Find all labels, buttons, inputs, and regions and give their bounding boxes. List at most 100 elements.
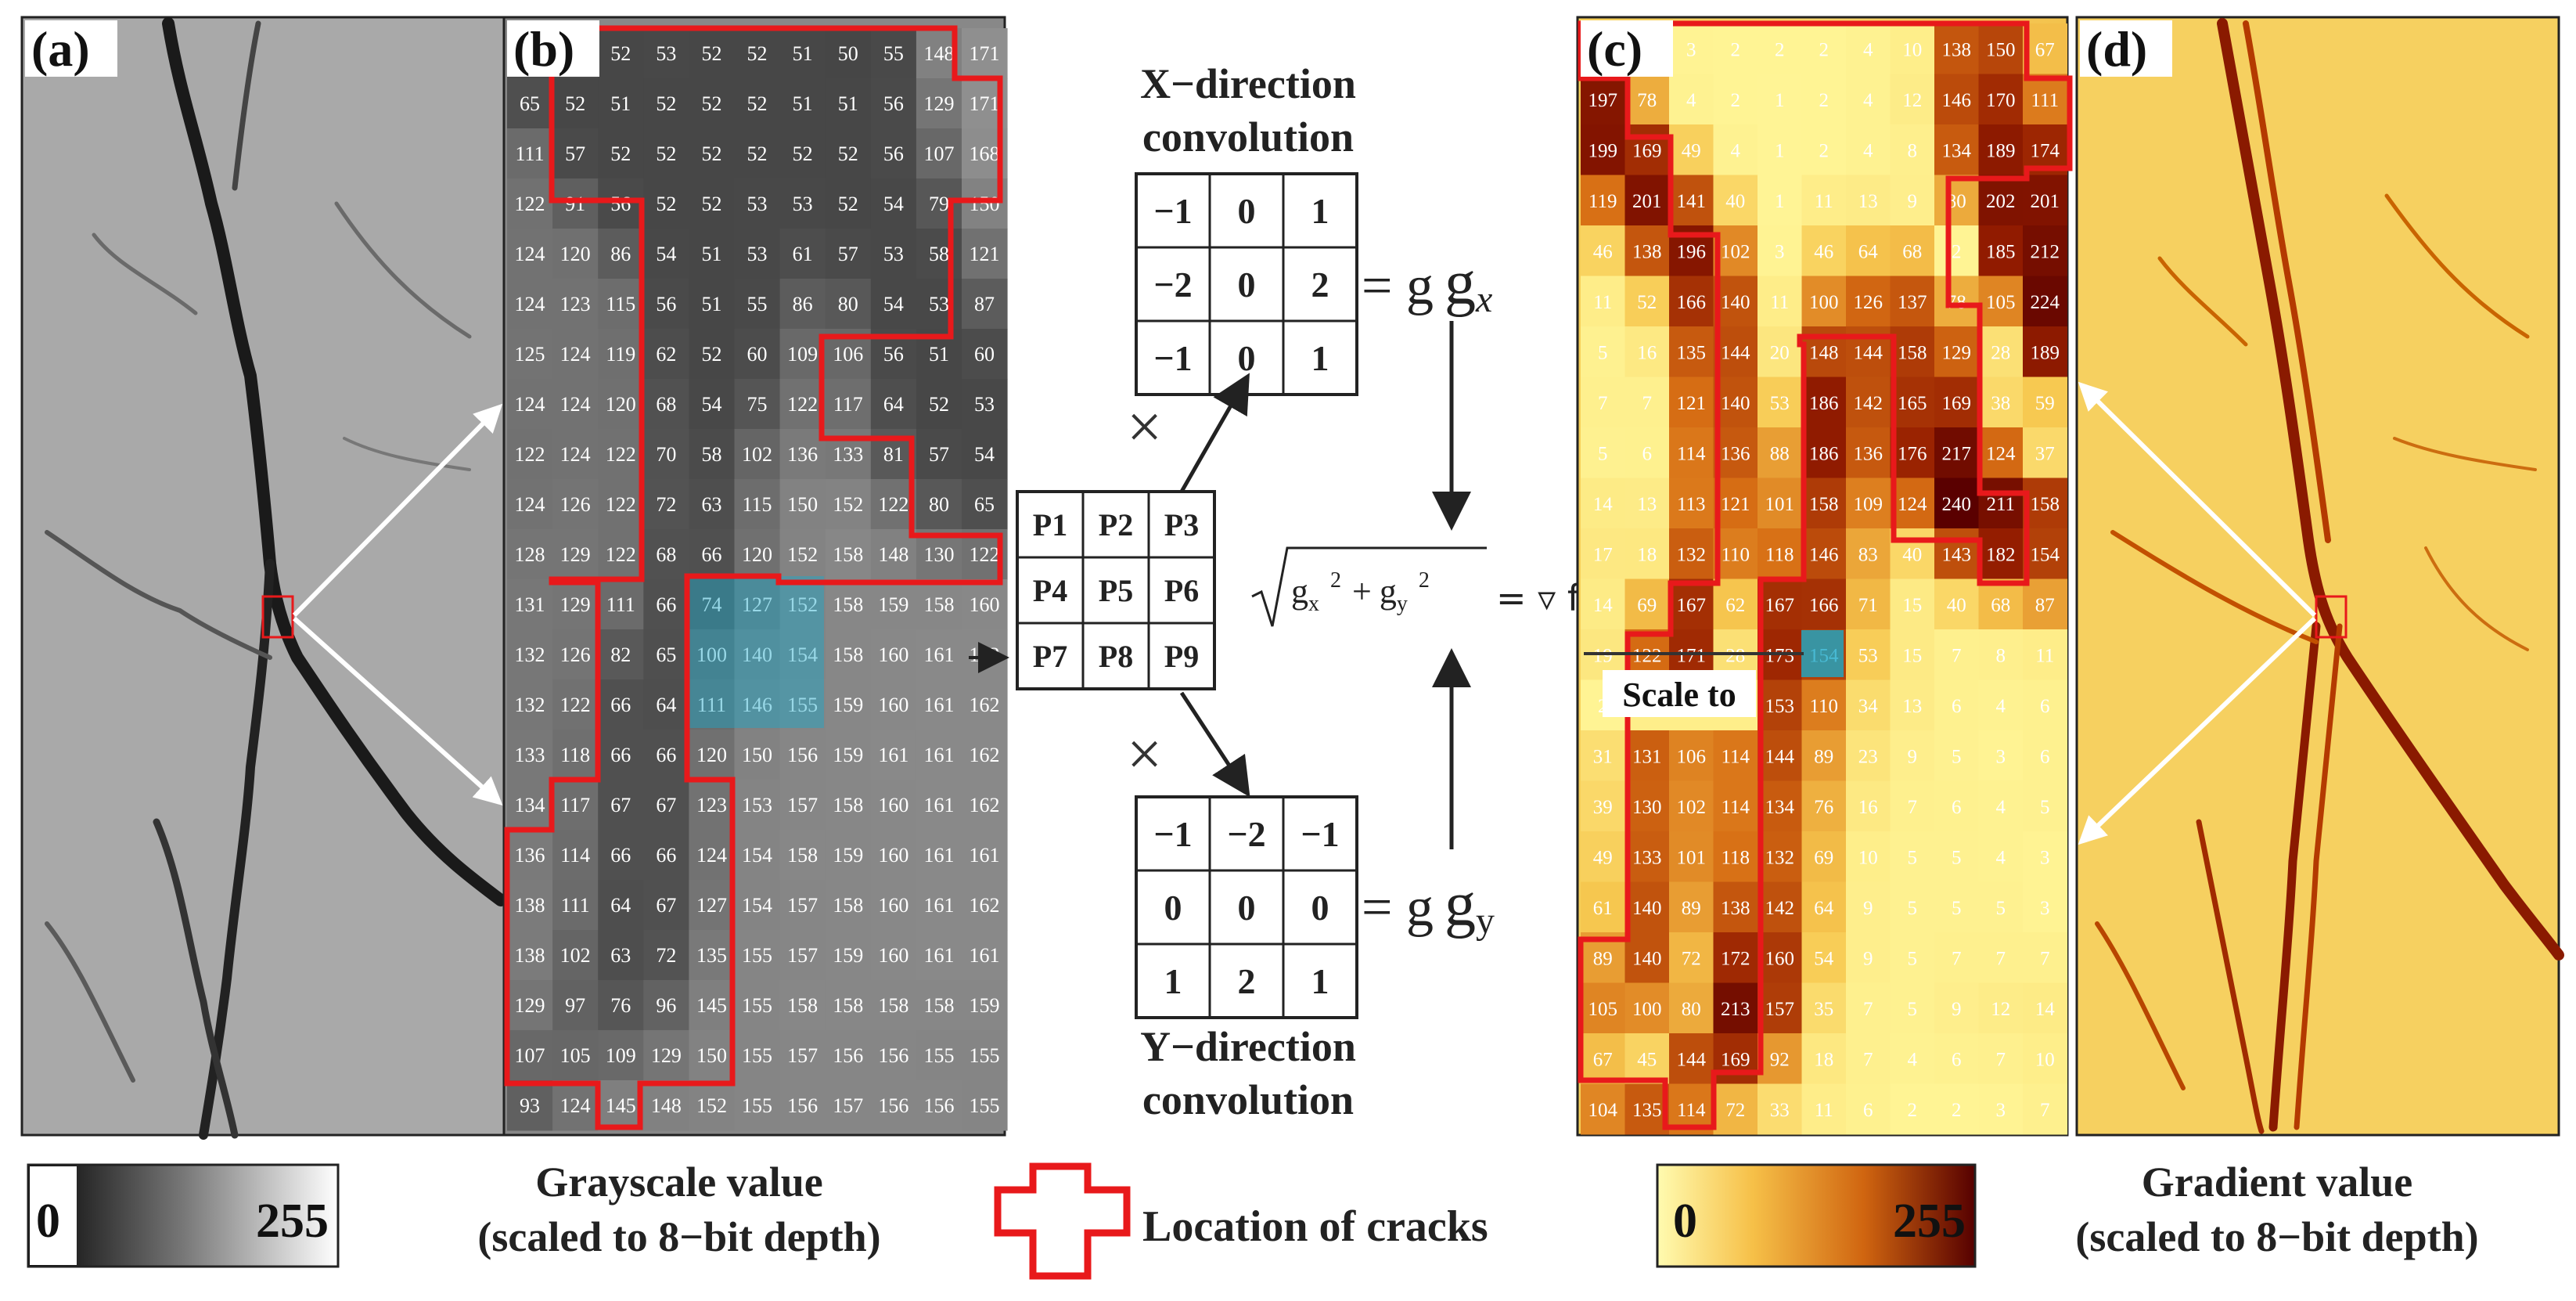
gray-cell — [779, 229, 826, 279]
crack-pattern — [45, 17, 507, 1140]
gray-value: 54 — [656, 243, 676, 265]
gray-value: 65 — [974, 493, 995, 516]
gradient-cell — [1669, 427, 1714, 478]
matrix-cell: 0 — [1238, 265, 1256, 305]
gray-value: 158 — [833, 643, 863, 666]
gray-cell — [825, 830, 872, 881]
gradient-value: 142 — [1854, 393, 1883, 414]
gray-value: 53 — [793, 193, 813, 215]
gradient-cell — [2023, 730, 2067, 781]
gray-value: 161 — [923, 894, 954, 917]
gray-value: 109 — [787, 343, 818, 366]
gray-value: 120 — [606, 393, 636, 416]
gradient-cell — [1581, 225, 1625, 276]
gray-cell — [643, 1030, 689, 1081]
gray-value: 82 — [610, 643, 631, 666]
gradient-value: 10 — [1902, 39, 1922, 60]
gradient-cell — [1581, 982, 1625, 1034]
gray-cell — [552, 629, 599, 680]
gradient-cell — [2023, 23, 2067, 74]
gradient-cell — [1801, 881, 1847, 933]
gray-cell — [689, 529, 735, 580]
gray-cell — [916, 379, 962, 430]
gray-cell — [825, 479, 872, 530]
gray-cell — [870, 128, 917, 179]
gradient-value: 124 — [1986, 443, 2016, 464]
matrix-cell: −2 — [1153, 265, 1192, 305]
gradient-value: 160 — [1765, 948, 1795, 969]
gradient-cell — [1581, 831, 1625, 882]
gradient-cell — [1758, 528, 1802, 579]
gradient-value: 201 — [1632, 191, 1662, 212]
gradient-value: 111 — [2031, 90, 2059, 111]
gradient-cell — [1934, 528, 1979, 579]
gradient-value: 4 — [1686, 90, 1696, 111]
x-conv-title-2: convolution — [1142, 114, 1354, 160]
gradient-cell — [1669, 276, 1714, 327]
gray-cell — [916, 980, 962, 1031]
gradient-cell — [1581, 276, 1625, 327]
gray-value: 157 — [787, 894, 818, 917]
gray-value: 96 — [656, 994, 676, 1017]
gray-cell — [825, 128, 872, 179]
gradient-cell — [1890, 478, 1935, 529]
gray-cell — [643, 229, 689, 279]
gray-value: 52 — [701, 193, 721, 215]
gradient-cell — [1846, 831, 1891, 882]
gray-value: 161 — [923, 794, 954, 816]
gradient-cell — [1581, 175, 1625, 226]
gradient-value: 119 — [1588, 191, 1617, 212]
gradient-cell — [1978, 831, 2024, 882]
gray-cell — [962, 880, 1008, 931]
gray-value: 52 — [701, 343, 721, 366]
gradient-value: 4 — [1908, 1049, 1918, 1070]
gradient-cell — [1801, 377, 1847, 428]
gray-value: 109 — [606, 1044, 636, 1067]
gradient-cell — [1934, 679, 1979, 731]
gray-value: 133 — [515, 744, 545, 766]
gradient-value: 3 — [2040, 847, 2050, 868]
gray-cell — [643, 78, 689, 129]
gradient-cell — [1978, 225, 2024, 276]
gray-value: 128 — [515, 543, 545, 566]
gradient-cell — [1934, 326, 1979, 377]
matrix-cell: 0 — [1311, 888, 1329, 928]
gray-cell — [825, 1030, 872, 1081]
gray-value: 138 — [515, 894, 545, 917]
gray-cell — [916, 78, 962, 129]
gray-value: 159 — [833, 844, 863, 867]
gradient-value: 101 — [1677, 847, 1707, 868]
gray-cell — [689, 629, 735, 680]
gradient-value: 4 — [1863, 90, 1873, 111]
gradient-value: 5 — [1908, 999, 1918, 1020]
gradient-value: 71 — [1858, 595, 1878, 616]
gradient-value: 2 — [1775, 39, 1785, 60]
gray-value: 159 — [970, 994, 1000, 1017]
gray-value: 57 — [565, 142, 585, 165]
gradient-value: 138 — [1942, 39, 1972, 60]
gradient-value: 122 — [1632, 645, 1662, 666]
gradient-cell — [1801, 478, 1847, 529]
gradient-value: 154 — [2031, 544, 2060, 565]
gray-cell — [779, 830, 826, 881]
gray-cell — [598, 529, 644, 580]
gray-cell — [598, 78, 644, 129]
gradient-value: 5 — [1952, 847, 1962, 868]
gradient-value: 19 — [1593, 645, 1613, 666]
gray-value: 53 — [974, 393, 995, 416]
gray-cell — [962, 980, 1008, 1031]
cracks-caption: Location of cracks — [1142, 1202, 1488, 1251]
gradient-cell — [1581, 478, 1625, 529]
gradient-cell — [1934, 1083, 1979, 1135]
gradient-value: 158 — [1809, 494, 1839, 515]
gradient-value: 11 — [1593, 292, 1612, 313]
gradient-value: 114 — [1721, 746, 1750, 767]
gray-value: 158 — [833, 593, 863, 616]
gradient-cell — [1934, 478, 1979, 529]
gradient-value: 132 — [1765, 847, 1795, 868]
gradient-value: 40 — [1902, 544, 1922, 565]
matrix-cell: −2 — [1227, 814, 1265, 854]
gradient-cell — [1846, 377, 1891, 428]
gradient-cell — [2023, 377, 2067, 428]
gray-cell — [734, 178, 781, 229]
